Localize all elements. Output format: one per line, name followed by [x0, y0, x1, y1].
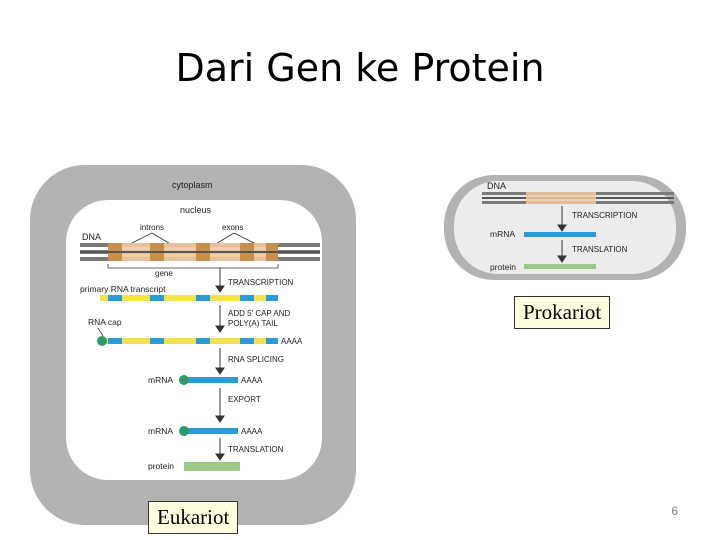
arrow-export: [215, 388, 225, 423]
add-cap-label-2: POLY(A) TAIL: [228, 319, 278, 328]
eukaryote-caption: Eukariot: [148, 501, 239, 534]
page-number: 6: [671, 504, 678, 518]
gene-bracket: [107, 264, 279, 269]
prok-arrow-translation: [557, 240, 567, 263]
prokaryote-protein: [524, 264, 596, 269]
prokaryote-interior: [454, 181, 676, 274]
prokaryote-dna: [482, 192, 674, 204]
poly-a-tail-1: AAAA: [281, 337, 303, 346]
prokaryote-caption: Prokariot: [514, 296, 611, 329]
mrna-label-cytoplasm: mRNA: [148, 426, 173, 436]
poly-a-tail-3: AAAA: [241, 427, 263, 436]
prok-arrow-transcription: [557, 206, 567, 232]
protein-label: protein: [148, 461, 174, 471]
poly-a-tail-2: AAAA: [241, 376, 263, 385]
dna-label: DNA: [82, 232, 101, 242]
capped-rna: [97, 336, 278, 346]
primary-rna-transcript: [100, 295, 278, 301]
cytoplasm-label: cytoplasm: [172, 180, 213, 190]
export-label: EXPORT: [228, 395, 261, 404]
prokaryote-mrna: [524, 232, 596, 237]
exons-label: exons: [222, 223, 243, 232]
primary-rna-label: primary RNA transcript: [80, 284, 166, 294]
nucleus-label: nucleus: [180, 205, 212, 215]
arrow-rna-splicing: [215, 348, 225, 375]
transcription-label: TRANSCRIPTION: [228, 278, 294, 287]
prokaryote-cell: DNA TRANSCRIPTION mRNA TRANSLATION prote…: [444, 175, 686, 280]
arrow-add-cap: [215, 305, 225, 333]
prok-mrna-label: mRNA: [490, 229, 515, 239]
eukaryote-dna: [80, 243, 320, 261]
rna-splicing-label: RNA SPLICING: [228, 355, 284, 364]
arrow-transcription: [215, 268, 225, 293]
slide-title: Dari Gen ke Protein: [175, 46, 545, 90]
gene-label: gene: [155, 269, 173, 278]
mrna-nucleus: [179, 375, 238, 385]
eukaryote-cell: cytoplasm nucleus introns exons DNA gene: [30, 165, 356, 525]
rna-cap-label: RNA cap: [88, 317, 122, 327]
introns-label: introns: [140, 223, 164, 232]
add-cap-label-1: ADD 5' CAP AND: [228, 309, 291, 318]
prok-dna-label: DNA: [487, 181, 506, 191]
eukaryote-protein: [184, 462, 240, 471]
prok-translation-label: TRANSLATION: [572, 245, 628, 254]
prok-protein-label: protein: [490, 262, 516, 272]
translation-label: TRANSLATION: [228, 445, 284, 454]
prok-transcription-label: TRANSCRIPTION: [572, 211, 638, 220]
mrna-cytoplasm: [179, 426, 238, 436]
rna-cap-pointer: [97, 327, 104, 337]
mrna-label-nucleus: mRNA: [148, 375, 173, 385]
arrow-translation: [215, 438, 225, 461]
